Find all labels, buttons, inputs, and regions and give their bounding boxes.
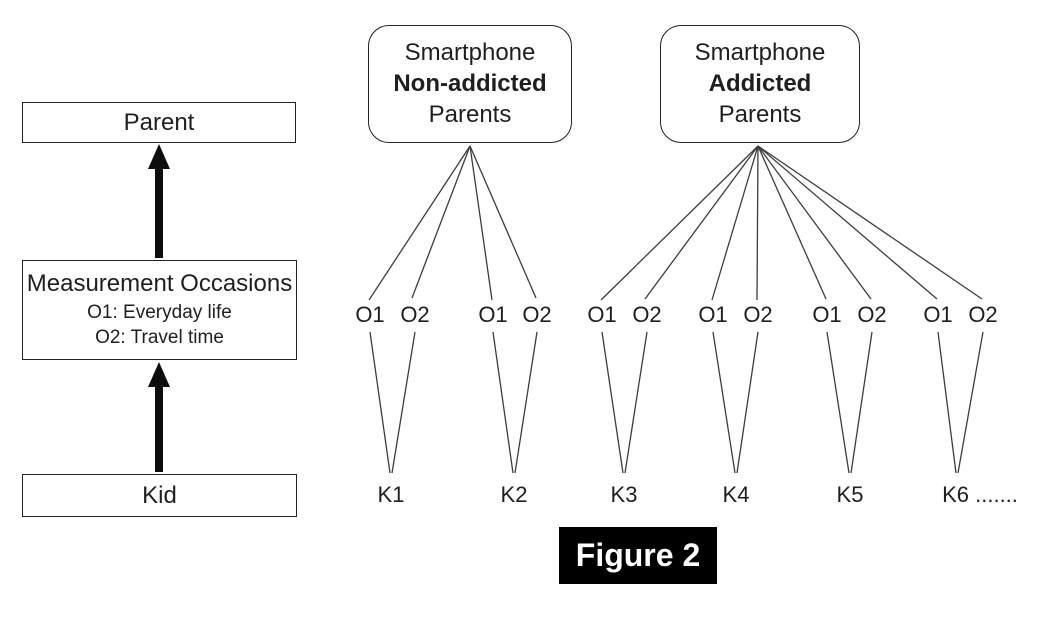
v-line (391, 331, 416, 474)
kid-label: K5 (836, 482, 864, 507)
kid-label: K6 ....... (942, 482, 1018, 507)
occasion-label: O2 (968, 302, 998, 327)
v-line (712, 331, 736, 474)
occasion-label: O1 (355, 302, 385, 327)
fan-line (644, 145, 759, 300)
figure-caption: Figure 2 (575, 537, 701, 573)
parent-label: Parent (123, 108, 195, 136)
measurement-occasions-title: Measurement Occasions (26, 270, 293, 297)
fan-line (757, 145, 827, 300)
addicted-line-1: Smartphone (694, 39, 826, 66)
fan-line (757, 145, 872, 300)
v-line (937, 331, 957, 474)
fan-line (411, 145, 471, 299)
fan-line (756, 145, 759, 301)
v-line (624, 331, 648, 474)
non-addicted-line-3: Parents (428, 101, 512, 128)
addicted-line-2: Addicted (708, 70, 812, 97)
addicted-parents-box: Smartphone Addicted Parents (660, 25, 860, 143)
arrowhead-kid-to-occasions (148, 362, 170, 387)
occasion-label: O1 (923, 302, 953, 327)
parent-box: Parent (22, 102, 296, 143)
v-line (736, 331, 759, 474)
non-addicted-line-2: Non-addicted (393, 70, 547, 97)
v-line (369, 331, 391, 474)
arrowhead-occasions-to-parent (148, 144, 170, 169)
non-addicted-line-1: Smartphone (404, 39, 536, 66)
fan-line (600, 145, 759, 301)
fan-line (757, 145, 938, 300)
v-line (826, 331, 850, 474)
fan-line (757, 145, 983, 300)
occasion-label: O1 (587, 302, 617, 327)
occasion-label: O1 (698, 302, 728, 327)
occasion-label: O2 (400, 302, 430, 327)
fan-line (469, 145, 537, 299)
v-line (850, 331, 873, 474)
non-addicted-parents-box: Smartphone Non-addicted Parents (368, 25, 572, 143)
kid-label: K2 (500, 482, 528, 507)
occasion-1-definition: O1: Everyday life (87, 302, 232, 323)
v-line (492, 331, 514, 474)
kid-box: Kid (22, 474, 297, 517)
kid-label: Kid (142, 481, 177, 509)
kid-label: K1 (377, 482, 405, 507)
v-line (957, 331, 984, 474)
fan-line (469, 145, 493, 301)
fan-line (711, 145, 759, 301)
kid-label: K4 (722, 482, 750, 507)
measurement-occasions-box: Measurement Occasions O1: Everyday life … (22, 260, 297, 360)
kid-label: K3 (610, 482, 638, 507)
occasion-label: O2 (857, 302, 887, 327)
occasion-2-definition: O2: Travel time (95, 327, 224, 348)
fan-line (368, 145, 471, 301)
occasion-label: O2 (522, 302, 552, 327)
occasion-label: O2 (632, 302, 662, 327)
figure-caption-box: Figure 2 (559, 527, 717, 584)
occasion-label: O2 (743, 302, 773, 327)
addicted-line-3: Parents (718, 101, 802, 128)
occasion-label: O1 (812, 302, 842, 327)
v-line (514, 331, 538, 474)
v-line (601, 331, 624, 474)
occasion-label: O1 (478, 302, 508, 327)
